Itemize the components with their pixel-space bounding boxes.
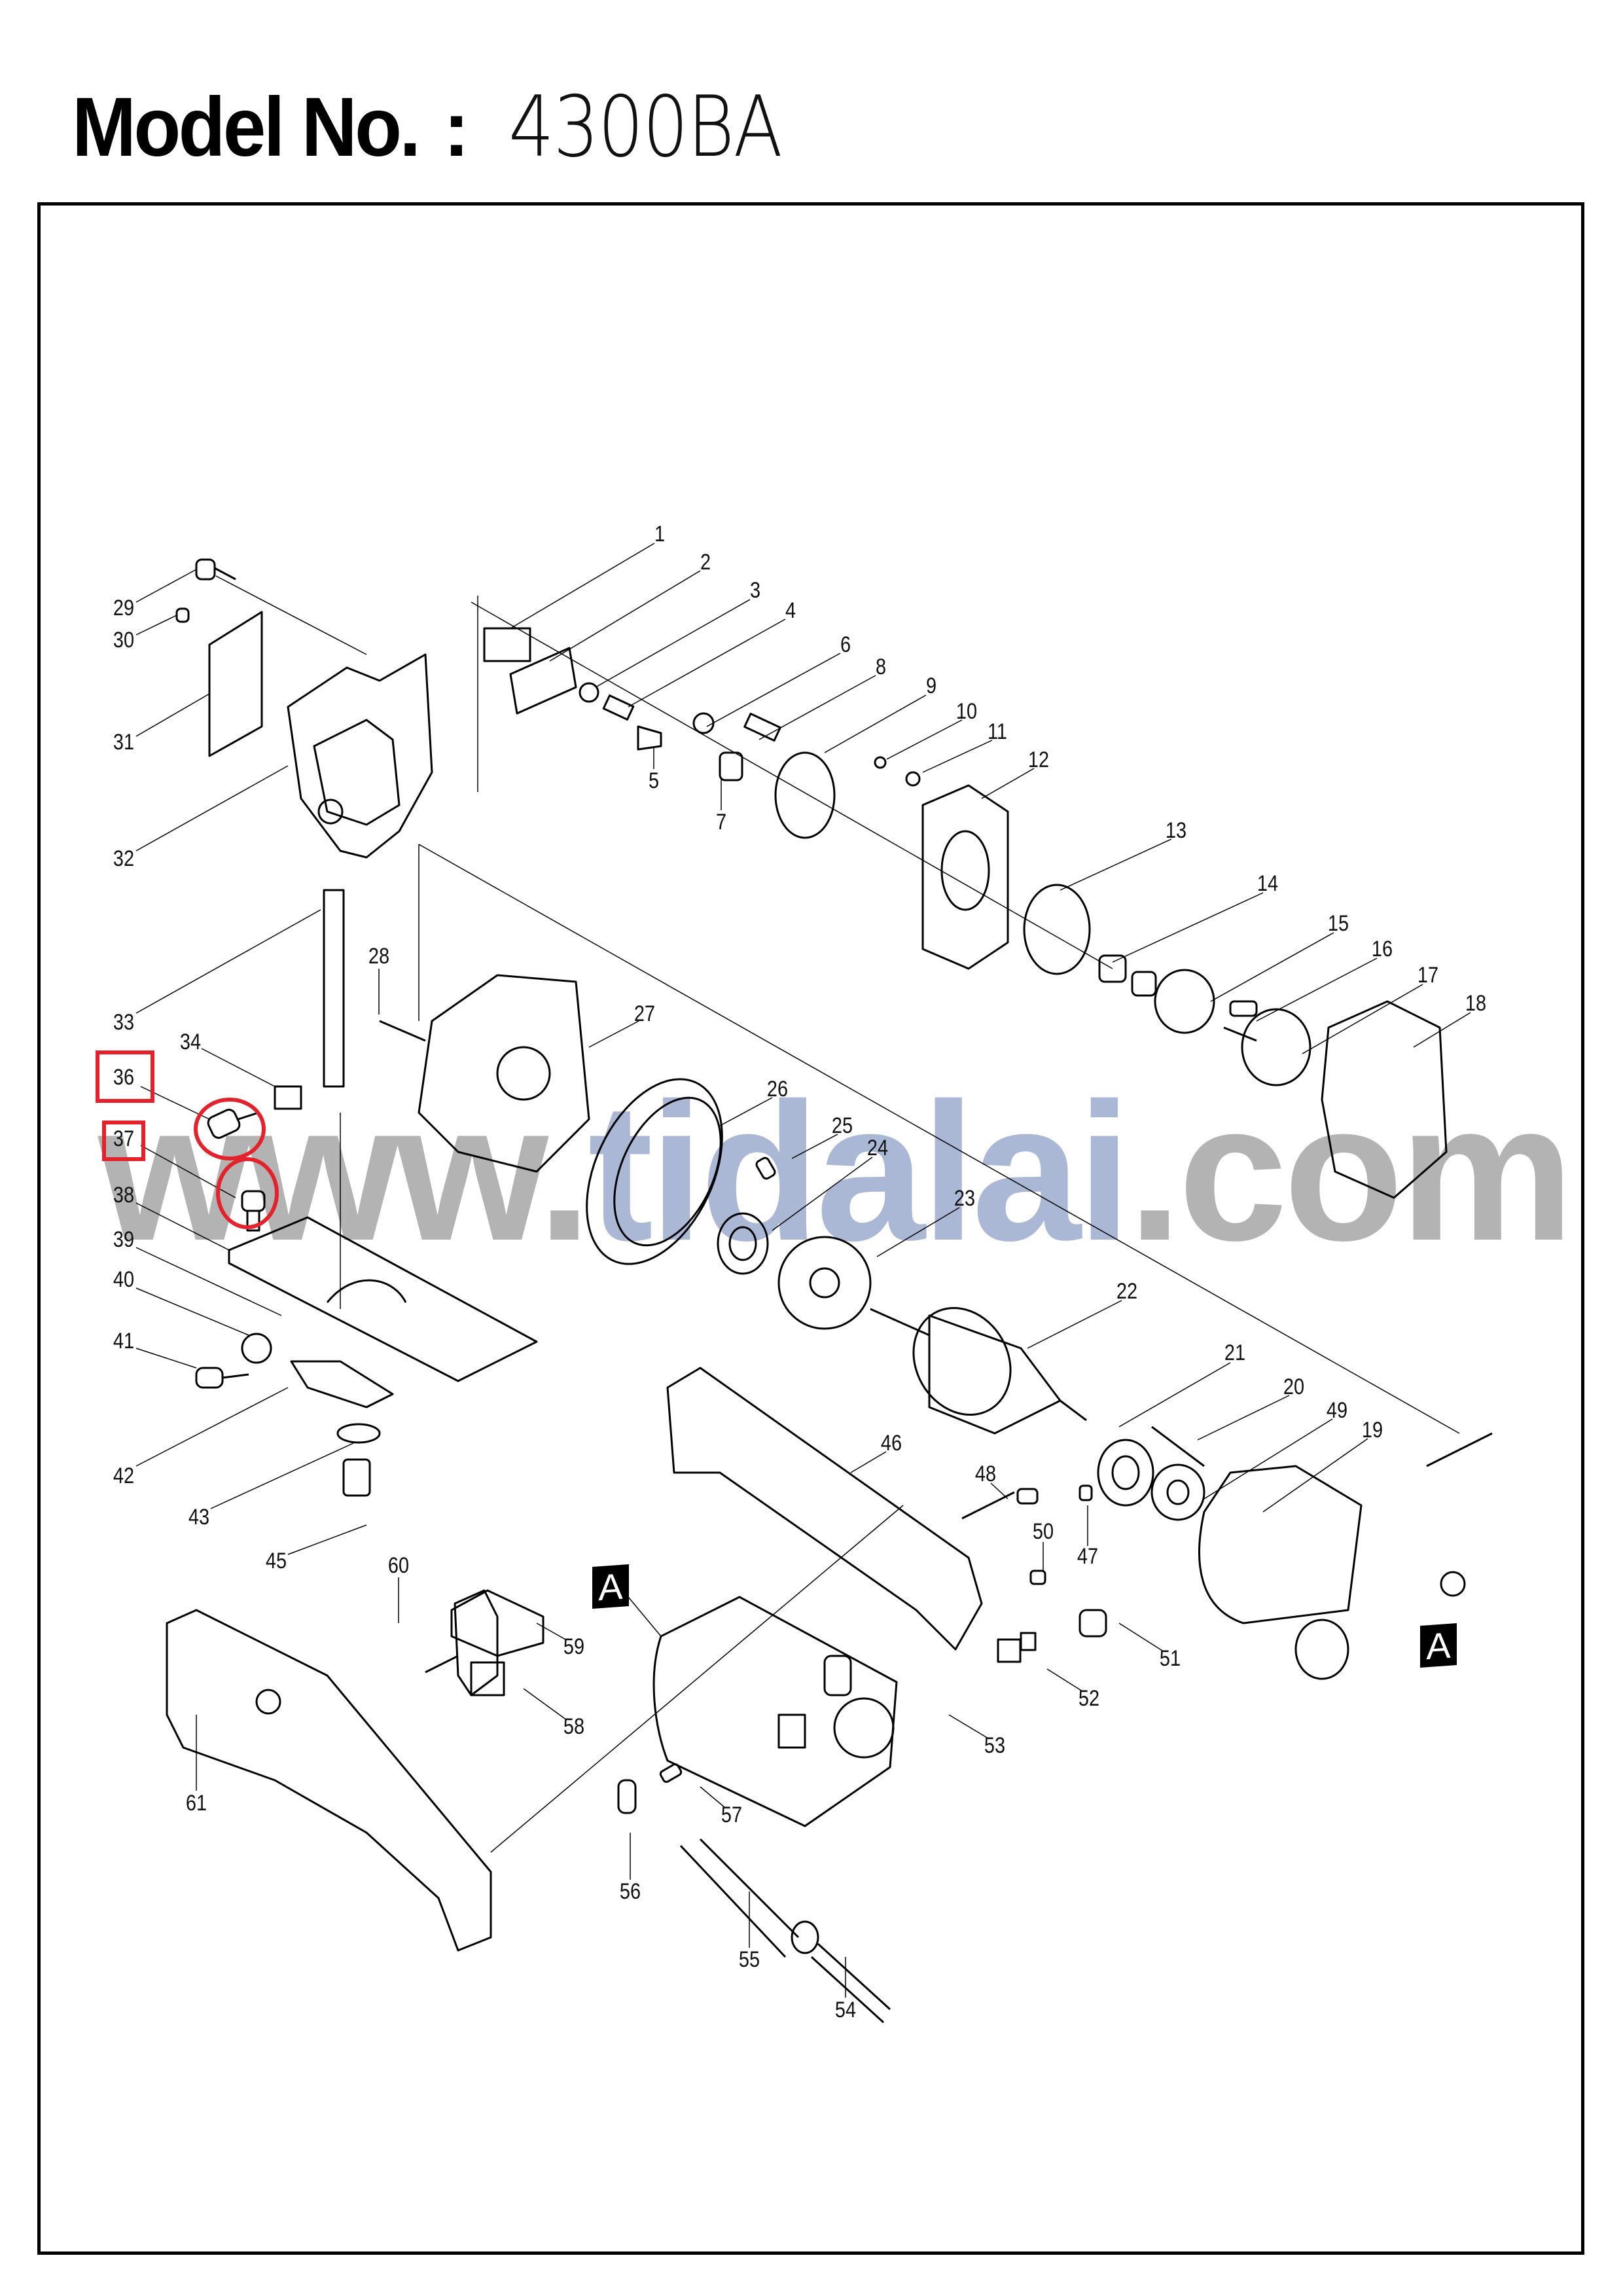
model-colon: : [443, 85, 470, 173]
part-number-2: 2 [700, 550, 711, 575]
parts-23-26 [586, 1078, 872, 1330]
part-number-46: 46 [880, 1431, 902, 1456]
highlight-circle-36 [194, 1098, 266, 1160]
part-33-plunger [323, 889, 345, 1088]
part-61-handle [166, 1609, 492, 1952]
highlight-box-37 [102, 1121, 145, 1161]
part-number-24: 24 [866, 1136, 889, 1160]
part-number-8: 8 [875, 655, 887, 679]
part-number-33: 33 [113, 1010, 135, 1035]
part-number-38: 38 [113, 1183, 135, 1208]
part-number-53: 53 [984, 1733, 1006, 1758]
part-number-4: 4 [785, 598, 796, 623]
parts-1-12 [483, 627, 1009, 970]
watermark-brand: tidalai [588, 1062, 1132, 1282]
part-53-housing [652, 1596, 898, 1827]
part-number-19: 19 [1361, 1418, 1383, 1443]
model-label: Model No. [72, 81, 421, 174]
part-number-16: 16 [1371, 937, 1393, 961]
watermark: www.tidalai.com [98, 1073, 1574, 1270]
part-number-15: 15 [1327, 911, 1349, 936]
part-number-9: 9 [925, 673, 937, 698]
part-number-26: 26 [766, 1077, 789, 1102]
model-number: 4300BA [508, 79, 783, 176]
part-29-30-31 [175, 558, 263, 757]
parts-13-18 [1023, 884, 1448, 1199]
part-number-17: 17 [1417, 963, 1439, 988]
part-number-11: 11 [987, 719, 1008, 744]
part-number-27: 27 [633, 1001, 656, 1026]
part-number-52: 52 [1078, 1686, 1100, 1711]
part-number-47: 47 [1077, 1544, 1099, 1569]
part-number-40: 40 [113, 1267, 135, 1292]
section-marker-a-right: A [1420, 1623, 1457, 1668]
part-number-7: 7 [715, 810, 727, 834]
part-34-holder [274, 1085, 302, 1110]
part-number-61: 61 [185, 1791, 207, 1816]
assembly-axis-lines [215, 575, 1460, 1853]
parts-47-52 [961, 1484, 1107, 1663]
part-number-54: 54 [834, 1998, 857, 2022]
part-number-58: 58 [563, 1714, 585, 1739]
part-number-30: 30 [113, 628, 135, 653]
part-number-21: 21 [1224, 1340, 1246, 1365]
part-number-23: 23 [954, 1186, 976, 1211]
part-number-14: 14 [1257, 871, 1279, 896]
part-number-18: 18 [1465, 991, 1487, 1016]
part-number-12: 12 [1027, 747, 1050, 772]
part-number-6: 6 [840, 632, 851, 657]
part-number-31: 31 [113, 730, 135, 755]
watermark-suffix: .com [1128, 1062, 1574, 1282]
part-number-60: 60 [387, 1553, 410, 1578]
part-number-56: 56 [619, 1879, 641, 1904]
diagram-frame [37, 202, 1584, 2255]
part-number-34: 34 [179, 1030, 202, 1054]
parts-58-60 [425, 1589, 544, 1696]
part-27-housing [379, 974, 590, 1173]
part-number-48: 48 [974, 1462, 997, 1486]
part-number-49: 49 [1326, 1398, 1348, 1423]
part-number-43: 43 [188, 1505, 210, 1530]
part-number-20: 20 [1283, 1374, 1305, 1399]
highlight-box-36 [96, 1050, 154, 1103]
part-number-50: 50 [1032, 1519, 1054, 1544]
part-number-29: 29 [113, 596, 135, 620]
part-number-1: 1 [654, 522, 666, 547]
part-number-37: 37 [113, 1126, 135, 1151]
section-marker-a-left: A [592, 1564, 629, 1609]
part-number-22: 22 [1116, 1279, 1138, 1304]
part-number-13: 13 [1165, 818, 1187, 843]
part-number-10: 10 [955, 699, 978, 724]
part-number-57: 57 [721, 1803, 743, 1827]
part-number-41: 41 [113, 1329, 135, 1354]
part-number-25: 25 [831, 1113, 853, 1138]
part-number-5: 5 [648, 768, 660, 793]
part-number-42: 42 [113, 1463, 135, 1488]
part-46-handle [666, 1367, 983, 1651]
part-number-59: 59 [563, 1634, 585, 1659]
part-number-45: 45 [265, 1549, 287, 1573]
part-number-55: 55 [738, 1947, 760, 1972]
part-number-36: 36 [113, 1065, 135, 1090]
part-19-field [1198, 1432, 1493, 1680]
part-32-gear-housing [287, 653, 433, 859]
parts-20-21-49 [1097, 1426, 1205, 1521]
highlight-circle-37 [216, 1157, 279, 1229]
parts-54-57 [617, 1763, 891, 2024]
part-number-3: 3 [749, 578, 761, 603]
part-38-base [228, 1216, 538, 1382]
page-title: Model No. : 4300BA [72, 79, 827, 177]
parts-39-45 [195, 1333, 394, 1497]
leader-lines [135, 543, 1471, 1998]
part-number-51: 51 [1159, 1646, 1181, 1671]
part-number-28: 28 [368, 944, 390, 969]
part-22-armature [870, 1306, 1087, 1435]
part-number-32: 32 [113, 846, 135, 871]
part-number-39: 39 [113, 1227, 135, 1252]
